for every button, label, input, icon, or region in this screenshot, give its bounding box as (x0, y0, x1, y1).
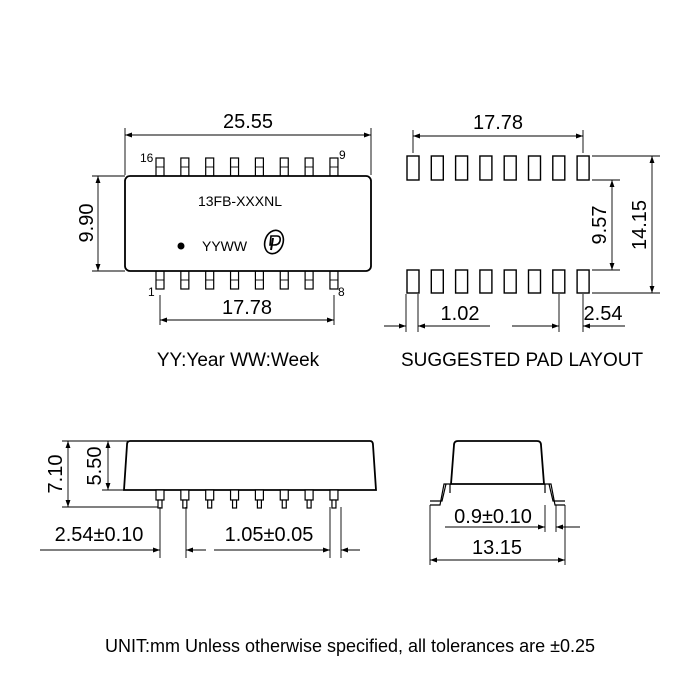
lead-width-dimension: 0.9±0.10 (454, 506, 532, 528)
pin-8-label: 8 (338, 285, 345, 299)
pad (406, 155, 420, 181)
pad-row-upper (406, 155, 590, 181)
brand-logo-icon (263, 229, 285, 255)
pin1-dot (177, 242, 185, 250)
pad (479, 155, 493, 181)
total-height-dimension: 7.10 (45, 455, 67, 494)
height-dimension: 9.90 (76, 204, 98, 243)
pin-tip (231, 499, 238, 509)
lead-left (430, 483, 451, 506)
pin (304, 489, 314, 501)
part-marking: 13FB-XXXNL (198, 193, 282, 209)
pin-tip (157, 499, 163, 509)
pad (479, 269, 493, 294)
pin-pitch-dimension: 2.54±0.10 (55, 524, 144, 546)
pad (454, 155, 469, 181)
pad (576, 269, 590, 294)
pin-tip (207, 499, 213, 509)
units-note: UNIT:mm Unless otherwise specified, all … (105, 636, 595, 656)
pad (454, 269, 469, 294)
pin-width-dimension: 1.05±0.05 (225, 524, 314, 546)
pin (180, 489, 190, 501)
lead-span-dimension: 13.15 (472, 537, 522, 559)
pin-tip (281, 499, 287, 509)
width-dimension: 25.55 (223, 111, 273, 133)
side-pin-row (155, 489, 339, 509)
pin (205, 489, 215, 501)
pin-tip (256, 499, 262, 509)
package-body-top (124, 175, 372, 272)
pad (430, 269, 444, 294)
pad-inner-dimension: 9.57 (589, 206, 611, 245)
pad (527, 155, 542, 181)
date-code: YYWW (202, 238, 248, 254)
end-view: 0.9±0.10 13.15 (429, 440, 580, 565)
pad-width-dimension: 1.02 (441, 303, 480, 325)
lead-right (544, 483, 565, 506)
top-view: 25.55 9.90 16 9 1 8 13FB-XXXNL YYWW 17.7… (76, 111, 372, 371)
pin-1-label: 1 (148, 285, 155, 299)
top-pin-row-upper (155, 157, 339, 177)
pin-16-label: 16 (140, 151, 154, 165)
pin-9-label: 9 (339, 148, 346, 162)
pad-span-dimension: 17.78 (473, 112, 523, 134)
pad (527, 269, 542, 294)
package-body-end (450, 440, 545, 485)
pin (254, 489, 264, 501)
pin (279, 489, 289, 501)
date-code-legend: YY:Year WW:Week (157, 350, 320, 371)
body-height-dimension: 5.50 (84, 447, 106, 486)
pin-span-dimension: 17.78 (222, 297, 272, 319)
pad (503, 269, 517, 294)
side-view: 7.10 5.50 2.54±0.10 1.05±0.05 (40, 440, 377, 558)
pad-row-lower (406, 269, 590, 294)
pad-layout-title: SUGGESTED PAD LAYOUT (401, 350, 644, 371)
pin-tip (182, 499, 188, 509)
pin (155, 489, 165, 501)
top-pin-row-lower (155, 270, 339, 290)
pin-tip (306, 499, 312, 509)
pad (576, 155, 590, 181)
pad-pitch-dimension: 2.54 (584, 303, 623, 325)
pad (552, 155, 566, 181)
pin-tip (331, 499, 337, 509)
pad-layout-view: 17.78 9.57 14.15 1.02 2.54 SUGGESTED PAD… (384, 112, 660, 371)
pad-outer-dimension: 14.15 (629, 200, 651, 250)
package-body-side (123, 440, 377, 491)
pin (229, 489, 240, 501)
pad (552, 269, 566, 294)
pad (503, 155, 517, 181)
pad (406, 269, 420, 294)
pin (329, 489, 339, 501)
pad (430, 155, 444, 181)
